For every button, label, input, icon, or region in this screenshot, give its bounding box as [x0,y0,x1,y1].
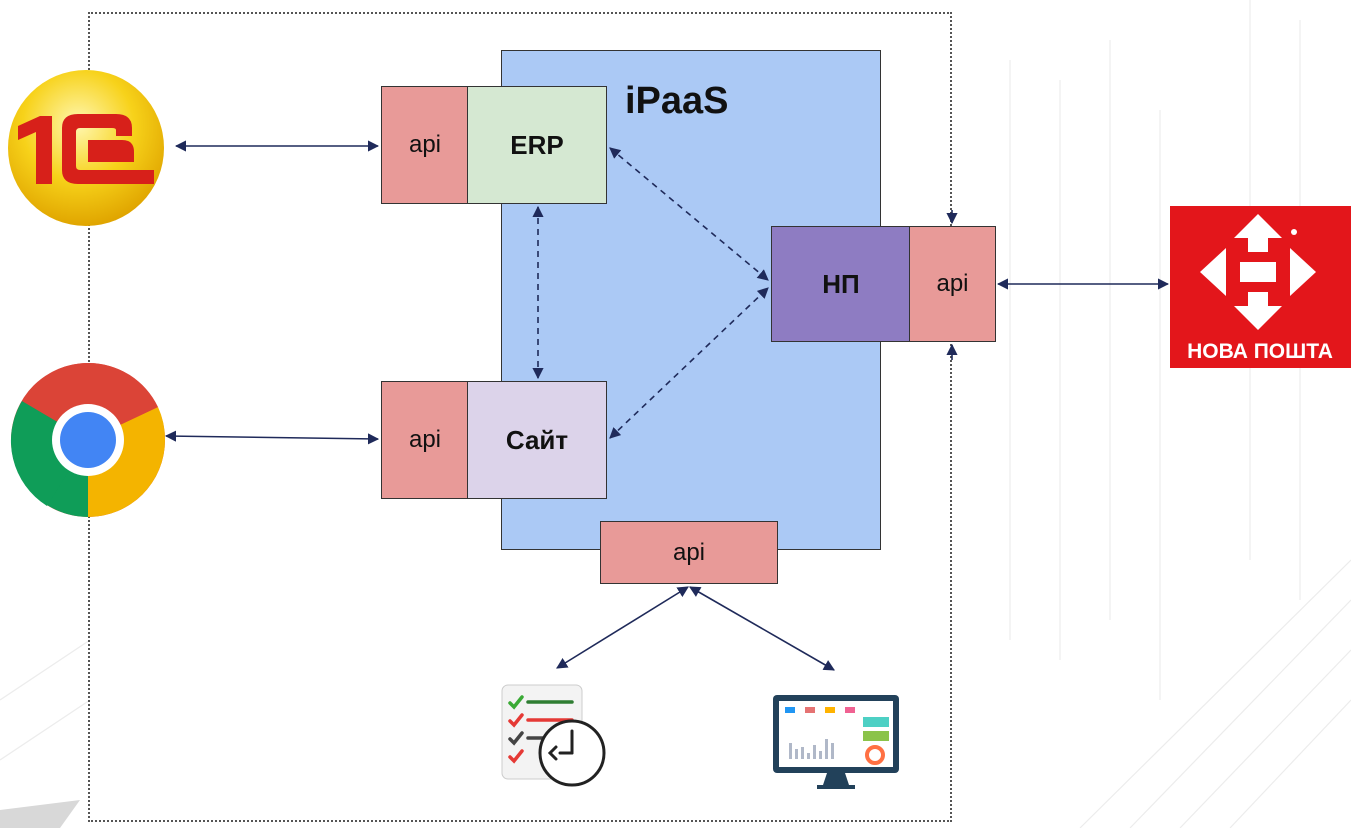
np-api-box: api [909,226,996,342]
api-dashboard-connector [689,586,835,671]
api-tasks-connector [556,586,689,669]
erp-box: ERP [467,86,607,204]
nova-poshta-logo-icon: НОВА ПОШТА [1170,206,1351,368]
nova-poshta-logo-text: НОВА ПОШТА [1187,340,1333,363]
platform-api-box: api [600,521,778,584]
site-box: Сайт [467,381,607,499]
erp-np-connector [609,147,769,281]
chrome-site-connector [164,430,380,445]
task-schedule-icon [501,684,606,787]
erp-api-box: api [381,86,469,204]
dashboard-monitor-icon [773,695,899,789]
chrome-logo-icon [10,362,166,517]
site-api-box: api [381,381,469,499]
np-box: НП [771,226,911,342]
ipaas-title: iPaaS [625,80,729,122]
site-np-connector [609,287,769,439]
onec-logo-icon: 1С [8,70,164,226]
